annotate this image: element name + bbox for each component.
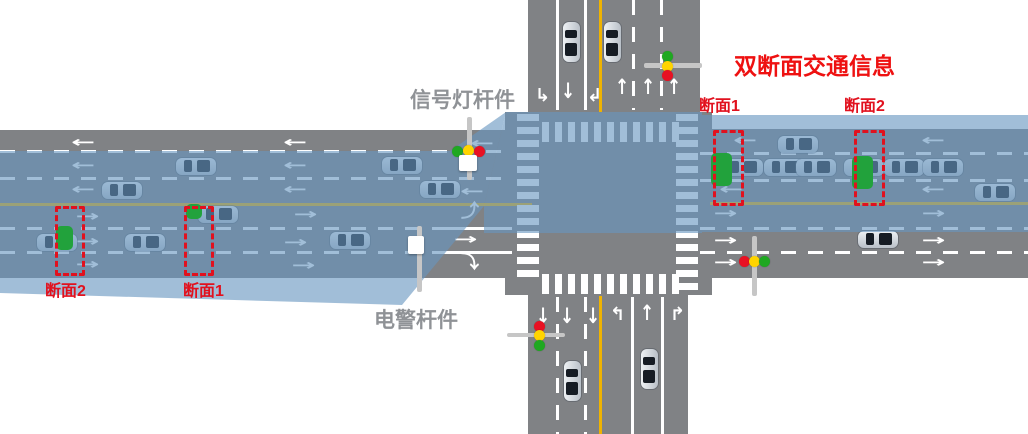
yellow-light-icon <box>463 145 474 156</box>
lane-line <box>631 297 634 434</box>
crosswalk-west <box>517 114 539 280</box>
lane-arrow-left-icon: ← <box>71 180 96 198</box>
yellow-light-icon <box>534 330 545 341</box>
lane-arrow-right-icon: → <box>283 233 308 251</box>
lane-line <box>556 297 559 434</box>
red-light-icon <box>739 256 750 267</box>
lane-arrow-left-icon: ← <box>283 180 308 198</box>
car-icon <box>858 231 898 248</box>
page-title: 双断面交通信息 <box>734 53 895 79</box>
lane-arrow-right-icon: → <box>293 205 318 223</box>
lane-arrow-left-turn-icon: ↰ <box>535 83 551 104</box>
section-box-east-2 <box>854 130 885 206</box>
green-light-icon <box>759 256 770 267</box>
section-label-east-1: 断面1 <box>699 98 740 115</box>
car-icon <box>796 159 836 176</box>
lane-arrow-straight-icon: ↑ <box>667 75 682 101</box>
signal-pole-label: 信号灯杆件 <box>410 89 515 112</box>
section-box-west-2 <box>55 206 85 276</box>
car-icon <box>641 349 658 389</box>
lane-arrow-straight-icon: ↑ <box>641 75 656 101</box>
lane-arrow-left-icon: ← <box>71 156 96 174</box>
car-icon <box>604 22 621 62</box>
car-icon <box>382 157 422 174</box>
lane-arrow-right-icon: → <box>921 253 946 271</box>
red-light-icon <box>534 321 545 332</box>
lane-arrow-right-icon: → <box>291 256 316 274</box>
signal-cabinet <box>459 155 477 171</box>
police-pole-label: 电警杆件 <box>374 309 458 332</box>
lane-line <box>584 297 587 434</box>
car-icon <box>125 234 165 251</box>
police-pole <box>417 226 422 292</box>
lane-arrow-left-icon: ← <box>921 131 946 149</box>
lane-arrow-left-icon: ← <box>283 156 308 174</box>
lane-arrow-right-turn-icon: ↱ <box>587 83 603 104</box>
crosswalk-south <box>542 274 679 294</box>
car-icon <box>420 181 460 198</box>
lane-arrow-left-icon: ← <box>71 133 96 151</box>
section-label-west-2: 断面2 <box>45 283 86 300</box>
section-label-east-2: 断面2 <box>844 98 885 115</box>
lane-line <box>584 0 587 110</box>
car-icon <box>563 22 580 62</box>
green-light-icon <box>662 51 673 62</box>
yellow-light-icon <box>749 256 760 267</box>
lane-arrow-right-icon: → <box>713 253 738 271</box>
yellow-light-icon <box>662 61 673 72</box>
vehicle-detector-icon <box>56 226 73 250</box>
car-icon <box>330 232 370 249</box>
lane-line <box>700 251 1028 254</box>
signal-mast-arm <box>644 63 702 68</box>
car-icon <box>176 158 216 175</box>
lane-arrow-left-icon: ← <box>921 180 946 198</box>
crosswalk-east <box>676 114 698 292</box>
lane-arrow-straight-icon: ↓ <box>560 304 575 330</box>
section-box-east-1 <box>713 130 744 206</box>
lane-arrow-right-icon: → <box>921 204 946 222</box>
lane-arrow-straight-icon: → <box>453 230 478 248</box>
lane-arrow-straight-icon: ↓ <box>561 79 576 105</box>
center-line <box>599 0 602 112</box>
red-light-icon <box>662 70 673 81</box>
green-light-icon <box>452 146 463 157</box>
red-light-icon <box>474 146 485 157</box>
section-box-west-1 <box>184 206 214 276</box>
lane-line <box>700 227 1028 230</box>
vehicle-detector-icon <box>711 153 732 186</box>
lane-line <box>632 0 635 110</box>
car-icon <box>778 136 818 153</box>
car-icon <box>102 182 142 199</box>
lane-arrow-straight-icon: ↓ <box>586 304 601 330</box>
lane-arrow-left-icon: ← <box>283 133 308 151</box>
lane-arrow-right-icon: → <box>713 204 738 222</box>
car-icon <box>923 159 963 176</box>
car-icon <box>564 361 581 401</box>
green-light-icon <box>534 340 545 351</box>
lane-line <box>660 0 663 110</box>
lane-arrow-straight-icon: ↑ <box>640 301 655 327</box>
lane-arrow-left-turn-icon: ⤴ <box>461 201 479 222</box>
lane-arrow-right-icon: → <box>713 231 738 249</box>
lane-line <box>556 0 559 110</box>
crosswalk-north <box>542 122 679 142</box>
lane-arrow-right-turn-icon: ↱ <box>670 304 686 325</box>
lane-line <box>661 297 664 434</box>
police-camera-box <box>408 236 424 254</box>
lane-arrow-left-turn-icon: ↰ <box>610 304 626 325</box>
vehicle-detector-icon <box>852 156 873 189</box>
lane-arrow-right-turn-icon: ⤵ <box>461 252 479 273</box>
lane-arrow-left-icon: ← <box>460 182 485 200</box>
car-icon <box>884 159 924 176</box>
section-label-west-1: 断面1 <box>183 283 224 300</box>
lane-arrow-right-icon: → <box>921 231 946 249</box>
car-icon <box>975 184 1015 201</box>
lane-arrow-straight-icon: ↑ <box>615 75 630 101</box>
south-road <box>528 295 688 434</box>
center-line <box>599 296 602 434</box>
